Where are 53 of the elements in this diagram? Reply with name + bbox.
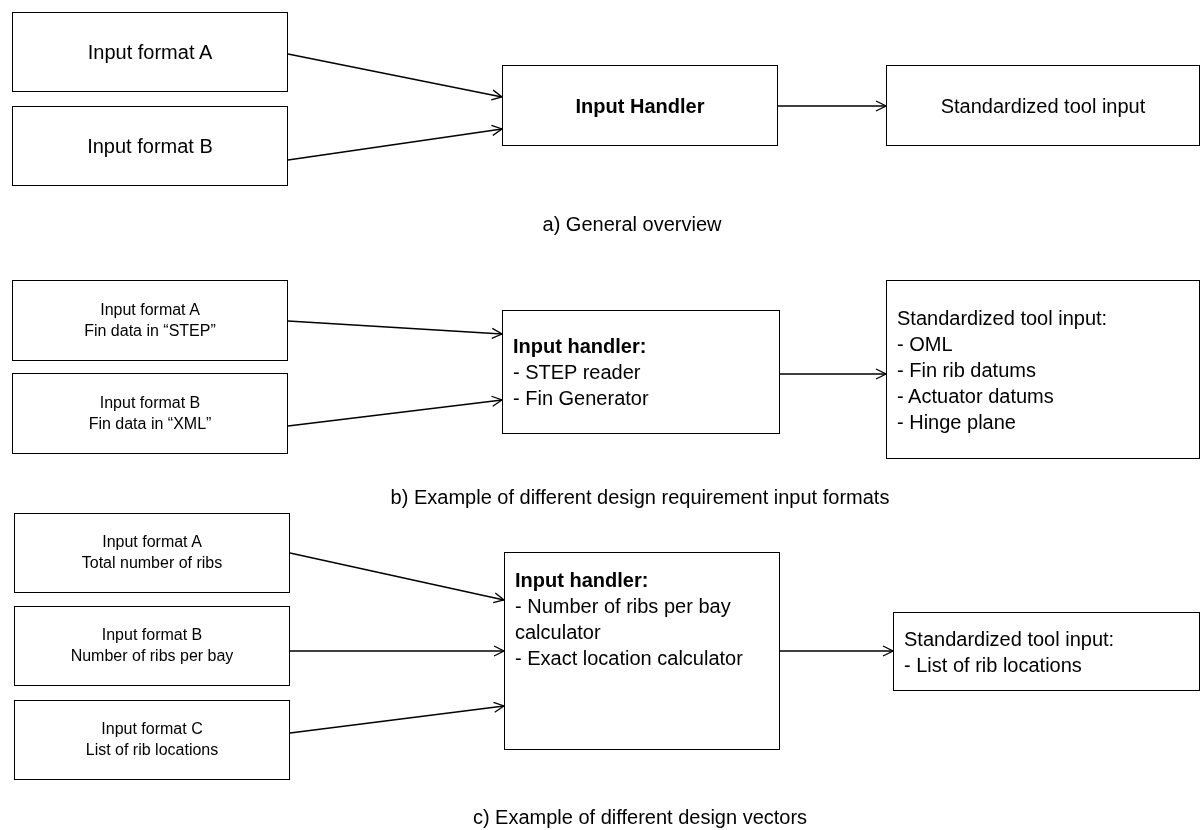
box-text: List of rib locations [85,740,219,760]
figure-caption: a) General overview [542,213,722,236]
box-text: Input format B [87,134,213,159]
box-text: - Hinge plane [897,409,1016,435]
box-text: Standardized tool input: [904,626,1115,652]
process-box [14,606,290,686]
box-text: Standardized tool input [940,93,1146,119]
process-box [504,552,780,750]
box-text: - Exact location calculator [515,646,743,671]
arrow [289,701,505,734]
arrow [287,124,503,161]
box-text: Standardized tool input: [897,305,1108,331]
box-text: Input format B [99,392,201,413]
box-text: - Fin rib datums [897,357,1036,383]
process-box [12,373,288,454]
box-text: Fin data in “STEP” [84,320,216,341]
process-box [12,106,288,186]
box-text: Number of ribs per bay [70,646,234,666]
box-heading: Input Handler [575,93,705,119]
box-text: - STEP reader [513,360,641,385]
arrow [289,552,505,604]
box-text: - List of rib locations [904,652,1082,678]
arrow [287,320,503,340]
box-heading: Input handler: [515,568,649,593]
process-box [502,65,778,146]
process-box [886,280,1200,459]
box-text: - Actuator datums [897,383,1054,409]
arrow [287,395,503,427]
box-text: Input format A [87,40,213,65]
box-text: Input format A [102,532,202,553]
process-box [893,612,1200,691]
box-heading: Input handler: [513,334,647,359]
process-box [14,513,290,593]
process-box [12,280,288,361]
box-text: - Number of ribs per bay calculator [515,594,732,645]
figure-caption: b) Example of different design requirement input formats [390,486,890,509]
arrow [289,645,505,657]
figure-caption: c) Example of different design vectors [472,806,808,829]
box-text: Fin data in “XML” [88,413,212,434]
arrow [287,53,503,101]
box-text: - Fin Generator [513,386,649,411]
process-box [502,310,780,434]
arrow [779,368,887,380]
box-text: Total number of ribs [81,553,223,573]
process-box [14,700,290,780]
process-box [886,65,1200,146]
box-text: - OML [897,331,953,357]
box-text: Input format B [101,625,203,646]
arrow [779,645,894,657]
box-text: Input format C [101,719,203,740]
arrow [777,100,887,112]
process-box [12,12,288,92]
box-text: Input format A [100,299,200,320]
